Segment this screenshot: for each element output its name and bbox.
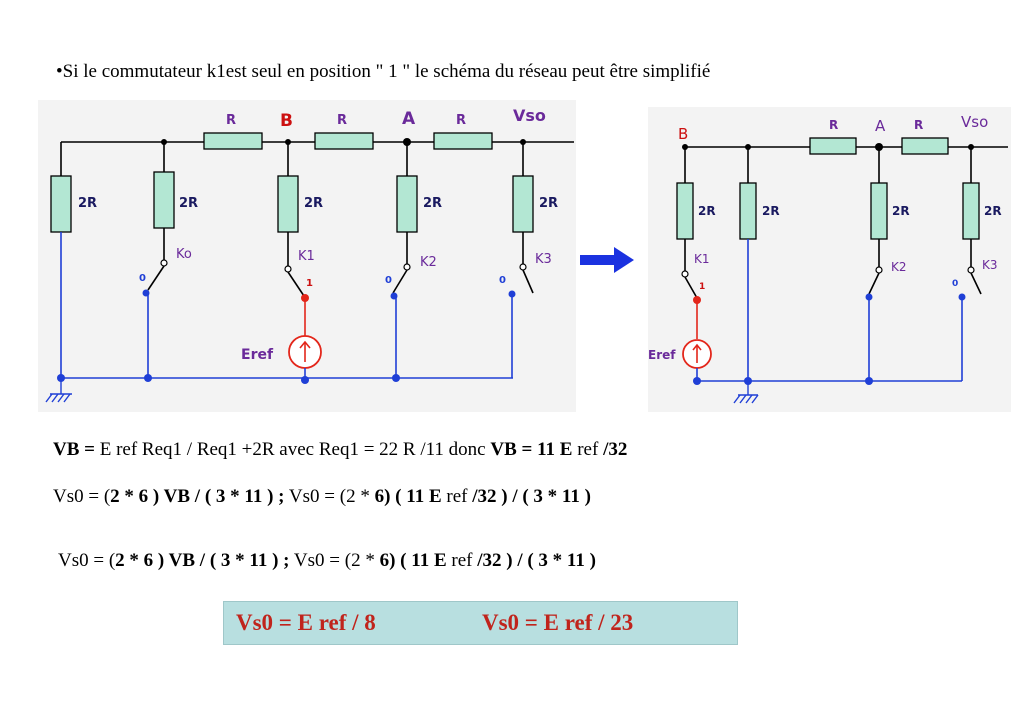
- eq3-part-a: Vs0 = (: [58, 550, 116, 571]
- eq1-part-b: E ref Req1 / Req1 +2R avec Req1 = 22 R /…: [94, 439, 491, 460]
- eq2-part-a: Vs0 = (: [53, 486, 111, 507]
- intro-line: •Si le commutateur k1est seul en positio…: [56, 61, 710, 83]
- node-b-label: B: [280, 111, 293, 131]
- shunt-label-3: 2R: [984, 204, 1002, 218]
- top-resistor-label-2: R: [914, 118, 923, 132]
- switch-label-k1: K1: [694, 252, 710, 266]
- shunt-branch-0: [50, 175, 72, 378]
- shunt-label-2: 2R: [304, 196, 323, 211]
- result-right: Vs0 = E ref / 23: [482, 610, 634, 635]
- shunt-branch-k3: [522, 142, 534, 294]
- shunt-resistor-direct: [739, 182, 757, 240]
- eref-label: Eref: [648, 348, 676, 362]
- result-left: Vs0 = E ref / 8: [236, 610, 376, 635]
- switch-label-k3: K3: [535, 252, 552, 267]
- shunt-label-2: 2R: [892, 204, 910, 218]
- output-vso-label: Vso: [513, 106, 546, 125]
- eref-label: Eref: [241, 347, 274, 363]
- shunt-label-1: 2R: [179, 196, 198, 211]
- eq2-part-d: 6) ( 11 E: [374, 486, 442, 507]
- top-resistor-2: [901, 137, 949, 155]
- switch-pos-k1: 1: [699, 282, 705, 292]
- eq1-part-e: /32: [603, 439, 628, 460]
- right-circuit-diagram: B A Vso R R 2R K1 1 Eref 2R 2R K2: [648, 107, 1011, 412]
- switch-pos-ko: 0: [139, 273, 146, 284]
- top-resistor-1: [203, 132, 263, 150]
- top-resistor-2: [314, 132, 374, 150]
- shunt-resistor-k3: [962, 182, 980, 240]
- eq3-part-b: 2 * 6 ) VB / ( 3 * 11 ) ;: [115, 550, 290, 571]
- equation-vb: VB = E ref Req1 / Req1 +2R avec Req1 = 2…: [53, 439, 627, 461]
- node-b-label: B: [678, 125, 688, 143]
- node-a-label: A: [875, 117, 886, 135]
- shunt-branch-k1: [287, 142, 305, 297]
- shunt-label-3: 2R: [423, 196, 442, 211]
- intro-text: Si le commutateur k1est seul en position…: [62, 61, 711, 82]
- top-resistor-label-1: R: [226, 113, 236, 128]
- bullet-icon: •: [56, 61, 63, 82]
- shunt-label-0: 2R: [78, 196, 97, 211]
- node-a-label: A: [402, 109, 416, 129]
- shunt-branch-ko: [147, 142, 165, 291]
- result-box: Vs0 = E ref / 8 Vs0 = E ref / 23: [223, 601, 738, 645]
- ground-icon: [45, 378, 72, 403]
- eq3-part-f: /32 ) / ( 3 * 11 ): [477, 550, 596, 571]
- switch-pos-k1: 1: [306, 278, 313, 289]
- eq2-part-c: Vs0 = (2 *: [284, 486, 375, 507]
- switch-label-k2: K2: [891, 260, 907, 274]
- top-resistor-label-2: R: [337, 113, 347, 128]
- equation-vs0-first: Vs0 = (2 * 6 ) VB / ( 3 * 11 ) ; Vs0 = (…: [53, 486, 591, 508]
- top-resistor-label-3: R: [456, 113, 466, 128]
- eq3-part-d: 6) ( 11 E: [379, 550, 447, 571]
- shunt-label-4: 2R: [539, 196, 558, 211]
- shunt-resistor-k2: [870, 182, 888, 240]
- shunt-label-0: 2R: [698, 204, 716, 218]
- switch-pos-k3: 0: [499, 275, 506, 286]
- top-resistor-label-1: R: [829, 118, 838, 132]
- eq2-part-e: ref: [441, 486, 473, 507]
- left-circuit-diagram: R R R B A Vso 2R 2R Ko 0 2R K1 1 Eref: [38, 100, 576, 412]
- eq3-part-e: ref: [446, 550, 478, 571]
- eq1-part-c: VB = 11 E: [490, 439, 573, 460]
- simplification-arrow-icon: [580, 247, 636, 278]
- switch-label-ko: Ko: [176, 247, 192, 262]
- switch-pos-k3: 0: [952, 279, 958, 289]
- top-resistor-3: [433, 132, 493, 150]
- eq2-part-b: 2 * 6 ) VB / ( 3 * 11 ) ;: [110, 486, 285, 507]
- switch-pos-k2: 0: [385, 275, 392, 286]
- switch-label-k3: K3: [982, 258, 998, 272]
- eq3-part-c: Vs0 = (2 *: [289, 550, 380, 571]
- shunt-resistor-k1: [676, 182, 694, 240]
- top-resistor-1: [809, 137, 857, 155]
- eq2-part-f: /32 ) / ( 3 * 11 ): [472, 486, 591, 507]
- shunt-label-1: 2R: [762, 204, 780, 218]
- switch-label-k1: K1: [298, 249, 315, 264]
- eq1-part-a: VB =: [53, 439, 95, 460]
- output-vso-label: Vso: [961, 113, 988, 131]
- ground-icon: [733, 381, 759, 404]
- switch-label-k2: K2: [420, 255, 437, 270]
- equation-vs0-second: Vs0 = (2 * 6 ) VB / ( 3 * 11 ) ; Vs0 = (…: [58, 550, 596, 572]
- eq1-part-d: ref: [572, 439, 604, 460]
- shunt-branch-k2: [392, 142, 408, 294]
